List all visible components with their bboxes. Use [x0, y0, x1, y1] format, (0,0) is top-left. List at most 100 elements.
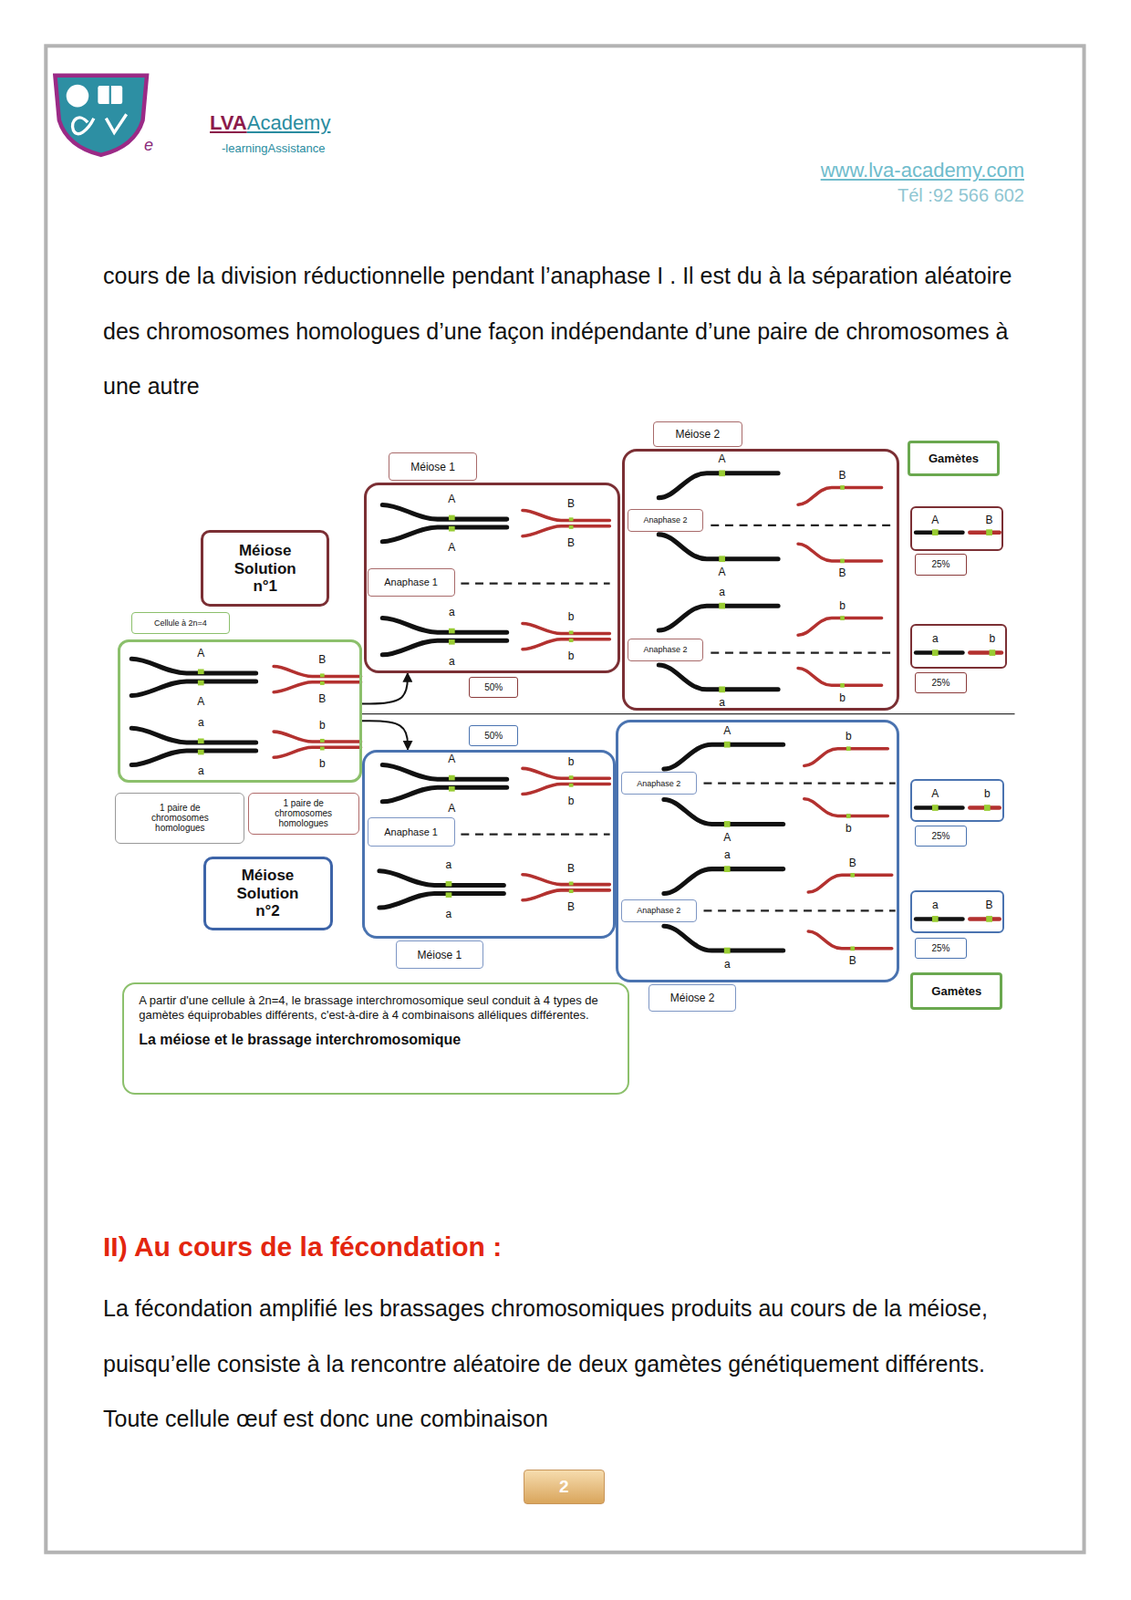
allele-letter: a: [718, 696, 726, 708]
chromatid: [808, 931, 893, 951]
centromere: [932, 804, 939, 811]
separator-line: [362, 713, 1016, 715]
centromere: [985, 915, 993, 923]
chromatid: [658, 664, 779, 693]
chromatid: [798, 668, 882, 688]
allele-letter: a: [718, 586, 726, 598]
chromosome: [131, 658, 256, 696]
centromere: [932, 915, 939, 923]
logo-alpha: [72, 117, 94, 135]
centromere: [989, 649, 997, 656]
arrow-connector: [362, 673, 408, 705]
chromatid: [969, 650, 1002, 654]
logo-book-spine: [109, 85, 112, 104]
allele-letter: A: [718, 453, 727, 465]
probability-box: 25%: [914, 672, 967, 694]
allele-letter: b: [984, 788, 991, 799]
chromosome: [273, 666, 361, 693]
box-text: 1 paire de chromosomes homologues: [143, 802, 217, 833]
logo-bubble: [66, 84, 90, 108]
allele-letter: a: [446, 908, 453, 920]
chromosome: [522, 623, 610, 650]
chromosome: [522, 767, 610, 794]
solution-box: Méiose Solution n°1: [200, 529, 330, 607]
allele-letter: b: [319, 757, 326, 769]
equator-line: [460, 832, 610, 835]
allele-letter: a: [724, 958, 731, 970]
chromosome: [382, 504, 507, 541]
allele-letter: B: [567, 901, 575, 913]
box-text: Méiose 2: [674, 427, 720, 441]
chromatid: [664, 799, 784, 828]
chromatid: [915, 805, 963, 810]
box-text: 25%: [931, 559, 950, 570]
box-text: Méiose Solution n°1: [223, 541, 307, 596]
allele-letter: B: [985, 899, 994, 911]
stage-label: Méiose 1: [395, 940, 484, 969]
allele-letter: A: [723, 831, 731, 843]
allele-letter: b: [839, 692, 846, 704]
meiosis-box: Anaphase 2Anaphase 2ABABabab: [622, 448, 900, 711]
allele-letter: b: [845, 730, 852, 742]
stage-label: Méiose 2: [653, 421, 743, 447]
phase-label: Anaphase 2: [627, 508, 705, 532]
phase-label: Anaphase 1: [367, 817, 456, 847]
logo: [54, 75, 147, 156]
probability-box: 50%: [468, 725, 519, 747]
chromatid: [808, 872, 893, 893]
chromatid: [798, 615, 882, 635]
box-text: Anaphase 2: [636, 905, 681, 915]
phase-label: Anaphase 2: [627, 638, 705, 662]
chromatid: [915, 916, 963, 921]
allele-letter: b: [845, 822, 852, 834]
probability-box: 25%: [914, 937, 967, 959]
allele-letter: a: [932, 899, 939, 911]
chromatid: [658, 602, 779, 631]
equator-line: [710, 524, 895, 527]
cell-label: Cellule à 2n=4: [131, 612, 229, 635]
chromosome: [273, 731, 361, 758]
allele-letter: B: [849, 857, 857, 869]
equator-line: [703, 909, 895, 912]
centromere: [932, 649, 939, 656]
allele-letter: A: [197, 647, 205, 659]
gamete-box: ab: [910, 623, 1007, 669]
phone: Tél :92 566 602: [897, 185, 1025, 207]
chromosome: [522, 874, 610, 901]
centromere: [932, 529, 939, 536]
allele-letter: B: [839, 469, 847, 481]
allele-letter: B: [567, 862, 575, 874]
allele-letter: B: [839, 567, 847, 579]
chromatid: [915, 650, 963, 654]
allele-letter: b: [839, 600, 846, 612]
chromatid: [664, 741, 784, 769]
centromere: [984, 804, 991, 811]
allele-letter: a: [932, 632, 939, 644]
chromosome: [382, 765, 507, 802]
box-text: Gamètes: [931, 984, 982, 998]
box-text: 1 paire de chromosomes homologues: [270, 798, 337, 829]
meiosis-box: Anaphase 2Anaphase 2AbAbaBaB: [615, 719, 900, 982]
chromosome: [522, 509, 610, 536]
box-text: La méiose et le brassage interchromosomi…: [138, 1031, 461, 1048]
allele-letter: a: [197, 765, 205, 777]
phase-label: Anaphase 1: [367, 568, 456, 597]
stage-label: Méiose 2: [648, 984, 737, 1012]
section-heading: II) Au cours de la fécondation :: [103, 1231, 502, 1263]
brand-mark: e: [144, 135, 154, 156]
note-box: 1 paire de chromosomes homologues: [248, 792, 360, 835]
website: www.lva-academy.com: [820, 158, 1025, 183]
body-text: La fécondation amplifié les brassages ch…: [103, 1280, 1038, 1447]
caption-box: A partir d'une cellule à 2n=4, le brassa…: [122, 982, 630, 1095]
equator-line: [460, 581, 610, 584]
gamete-chromosomes: [915, 529, 1002, 922]
chromosome: [379, 871, 504, 908]
phase-label: Anaphase 2: [621, 899, 697, 923]
allele-letter: a: [197, 716, 205, 728]
box-text: Anaphase 2: [643, 515, 688, 525]
box-text: Méiose Solution n°2: [226, 866, 311, 921]
chromatid: [804, 798, 889, 819]
allele-letter: b: [568, 795, 575, 807]
chromatid: [969, 916, 999, 921]
probability-box: 50%: [468, 676, 519, 697]
